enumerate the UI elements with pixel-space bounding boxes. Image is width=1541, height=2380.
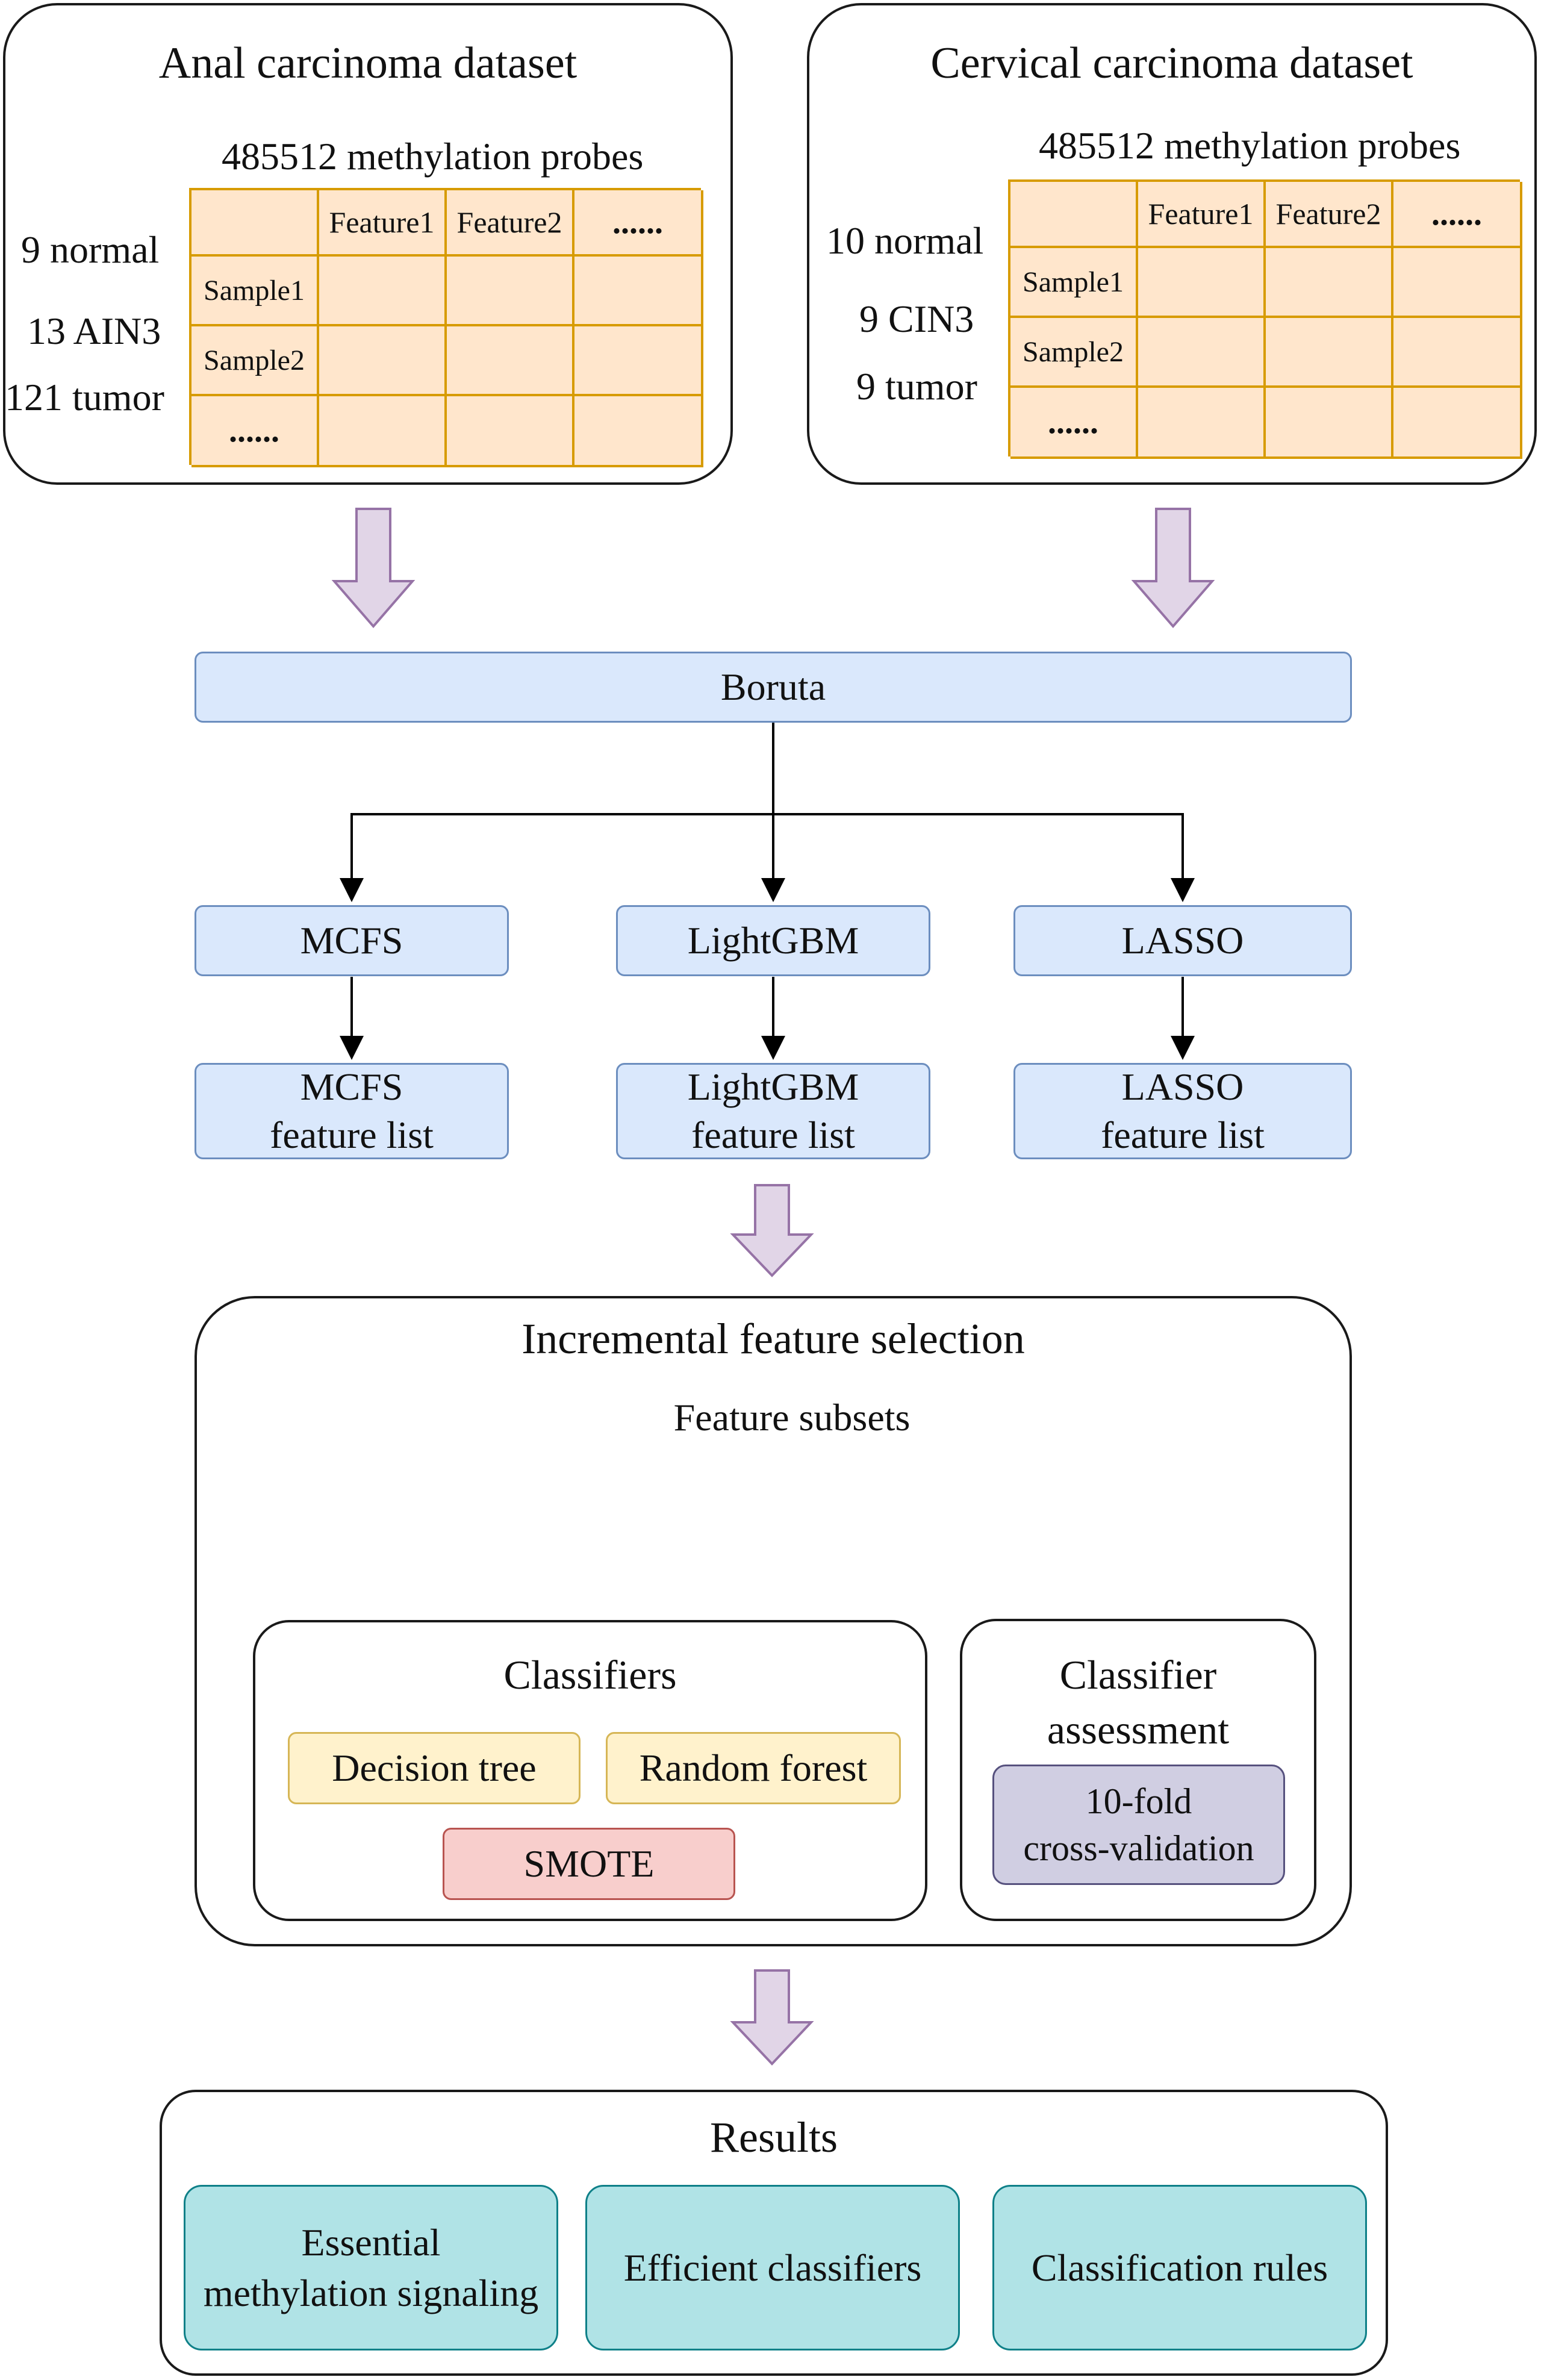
mcfs-label: MCFS xyxy=(300,919,403,962)
feature-subsets-label: Feature subsets xyxy=(673,1396,911,1439)
lasso-list-line2: feature list xyxy=(1101,1114,1265,1156)
anal-table-header-feature1: Feature1 xyxy=(319,190,447,257)
lightgbm-list-line1: LightGBM xyxy=(687,1065,859,1108)
random-forest-box: Random forest xyxy=(606,1732,901,1804)
anal-table-cell xyxy=(574,326,703,396)
result-methylation-signaling: Essential methylation signaling xyxy=(184,2185,558,2350)
mcfs-feature-list-box: MCFS feature list xyxy=(195,1063,509,1159)
anal-table-cell xyxy=(447,396,574,467)
flow-arrow-anal xyxy=(331,508,416,629)
cervical-group-cin3: 9 CIN3 xyxy=(859,298,974,340)
cervical-group-tumor: 9 tumor xyxy=(856,365,977,408)
cross-validation-line1: 10-fold xyxy=(1085,1781,1192,1821)
anal-table-cell xyxy=(319,396,447,467)
ifs-title: Incremental feature selection xyxy=(521,1315,1025,1363)
result-rules-label: Classification rules xyxy=(1031,2246,1328,2289)
cervical-table-row-sample1: Sample1 xyxy=(1010,248,1138,318)
lightgbm-label: LightGBM xyxy=(687,919,859,962)
anal-table-corner xyxy=(191,190,319,257)
cervical-table-cell xyxy=(1138,318,1266,388)
anal-table-row-sample1: Sample1 xyxy=(191,257,319,326)
mcfs-box: MCFS xyxy=(195,905,509,976)
cervical-group-normal: 10 normal xyxy=(826,219,984,262)
anal-table-cell xyxy=(319,326,447,396)
cervical-table-header-more: ...... xyxy=(1393,182,1522,248)
cross-validation-line2: cross-validation xyxy=(1023,1828,1254,1868)
cervical-data-table: Feature1 Feature2 ...... Sample1 Sample2… xyxy=(1008,179,1522,459)
classifiers-title: Classifiers xyxy=(503,1652,677,1698)
decision-tree-box: Decision tree xyxy=(288,1732,581,1804)
lasso-box: LASSO xyxy=(1013,905,1352,976)
result-classification-rules: Classification rules xyxy=(992,2185,1367,2350)
cervical-table-header-feature2: Feature2 xyxy=(1266,182,1393,248)
flow-arrow-results xyxy=(730,1969,814,2066)
assessment-title-line1: Classifier xyxy=(1059,1652,1217,1698)
anal-table-cell xyxy=(319,257,447,326)
cervical-table-cell xyxy=(1393,248,1522,318)
anal-probes-label: 485512 methylation probes xyxy=(222,135,644,178)
anal-data-table: Feature1 Feature2 ...... Sample1 Sample2… xyxy=(189,188,703,467)
cervical-table-cell xyxy=(1393,318,1522,388)
anal-table-header-feature2: Feature2 xyxy=(447,190,574,257)
assessment-title-line2: assessment xyxy=(1047,1707,1230,1752)
anal-group-ain3: 13 AIN3 xyxy=(27,310,161,352)
cervical-table-cell xyxy=(1266,388,1393,459)
anal-table-cell xyxy=(447,257,574,326)
anal-group-tumor: 121 tumor xyxy=(5,376,164,419)
cervical-table-cell xyxy=(1138,248,1266,318)
flow-arrow-lists xyxy=(730,1184,814,1277)
random-forest-label: Random forest xyxy=(639,1746,868,1789)
smote-label: SMOTE xyxy=(523,1842,655,1885)
anal-table-cell xyxy=(574,257,703,326)
cervical-table-row-more: ...... xyxy=(1010,388,1138,459)
anal-table-row-sample2: Sample2 xyxy=(191,326,319,396)
decision-tree-label: Decision tree xyxy=(332,1746,537,1789)
result-efficient-classifiers: Efficient classifiers xyxy=(585,2185,960,2350)
anal-group-normal: 9 normal xyxy=(21,228,160,271)
result-methylation-line1: Essential xyxy=(301,2221,441,2264)
flow-arrow-cervical xyxy=(1131,508,1215,629)
anal-dataset-title: Anal carcinoma dataset xyxy=(158,39,577,88)
lightgbm-box: LightGBM xyxy=(616,905,930,976)
result-efficient-label: Efficient classifiers xyxy=(623,2246,922,2289)
cervical-table-cell xyxy=(1266,318,1393,388)
cervical-dataset-title: Cervical carcinoma dataset xyxy=(930,39,1413,88)
mcfs-list-line2: feature list xyxy=(270,1114,434,1156)
lasso-feature-list-box: LASSO feature list xyxy=(1013,1063,1352,1159)
cervical-table-row-sample2: Sample2 xyxy=(1010,318,1138,388)
lightgbm-list-line2: feature list xyxy=(691,1114,855,1156)
anal-table-cell xyxy=(447,326,574,396)
boruta-label: Boruta xyxy=(720,665,826,708)
cervical-probes-label: 485512 methylation probes xyxy=(1039,124,1461,167)
cervical-table-cell xyxy=(1266,248,1393,318)
lasso-list-line1: LASSO xyxy=(1121,1065,1244,1108)
cervical-table-cell xyxy=(1393,388,1522,459)
boruta-box: Boruta xyxy=(195,652,1352,723)
lasso-label: LASSO xyxy=(1121,919,1244,962)
mcfs-list-line1: MCFS xyxy=(300,1065,403,1108)
result-methylation-line2: methylation signaling xyxy=(203,2271,539,2314)
lightgbm-feature-list-box: LightGBM feature list xyxy=(616,1063,930,1159)
anal-table-cell xyxy=(574,396,703,467)
results-title: Results xyxy=(709,2113,838,2161)
cervical-table-corner xyxy=(1010,182,1138,248)
cervical-table-header-feature1: Feature1 xyxy=(1138,182,1266,248)
anal-table-header-more: ...... xyxy=(574,190,703,257)
cross-validation-box: 10-fold cross-validation xyxy=(992,1765,1285,1885)
anal-table-row-more: ...... xyxy=(191,396,319,467)
cervical-table-cell xyxy=(1138,388,1266,459)
smote-box: SMOTE xyxy=(443,1828,735,1900)
